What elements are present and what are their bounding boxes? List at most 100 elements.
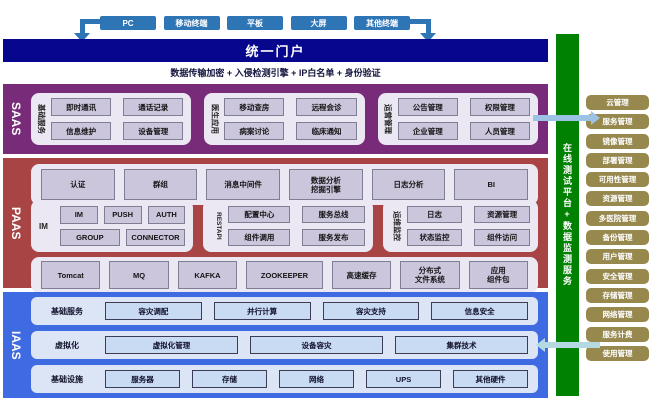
iaas-row-label: 基础设施	[51, 374, 83, 384]
paas-group-label: IM	[39, 221, 48, 231]
iaas-item: 信息安全	[431, 302, 528, 320]
saas-layer-label: SAAS	[9, 102, 23, 136]
paas-item: 组件调用	[228, 229, 291, 246]
iaas-item: 虚拟化管理	[105, 336, 238, 354]
sidebar-item-multi-hospital-mgmt: 多医院管理	[586, 210, 649, 226]
paas-item: Tomcat	[41, 261, 101, 289]
right-arrow-head-icon	[420, 33, 436, 42]
saas-item: 企业管理	[397, 122, 458, 140]
terminal-mobile: 移动终端	[163, 16, 220, 30]
saas-item: 临床通知	[296, 122, 357, 140]
paas-item: 组件访问	[474, 229, 530, 246]
saas-to-panel-arrow-head-icon	[591, 111, 600, 125]
unified-portal-bar: 统一门户	[3, 39, 548, 62]
saas-item: 权限管理	[469, 98, 530, 116]
paas-item: MQ	[109, 261, 169, 289]
saas-group-operations: 运营管理 公告管理 权限管理 企业管理 人员管理	[377, 93, 538, 145]
green-bar-label: 在线测试平台+数据监测服务	[562, 143, 572, 287]
saas-item: 即时通讯	[51, 98, 112, 116]
sidebar-item-service-billing: 服务计费	[586, 326, 649, 342]
iaas-item: 容灾支持	[322, 302, 420, 320]
sidebar-item-resource-mgmt: 资源管理	[586, 191, 649, 207]
saas-layer: SAAS 基础服务 即时通讯 通话记录 信息维护 设备管理 医生应用 移动查房 …	[3, 84, 548, 154]
saas-group-label: 医生应用	[210, 104, 220, 134]
saas-item: 移动查房	[224, 98, 285, 116]
left-arrow-vertical	[80, 19, 85, 34]
paas-item: 分布式 文件系统	[400, 261, 460, 289]
sidebar-item-usage-mgmt: 使用管理	[586, 345, 649, 361]
iaas-item: 服务器	[105, 370, 180, 388]
online-test-platform-bar: 在线测试平台+数据监测服务	[556, 34, 579, 396]
iaas-row-label: 基础服务	[51, 306, 83, 316]
iaas-item: 集群技术	[395, 336, 528, 354]
iaas-item: 网络	[279, 370, 354, 388]
paas-group-restapi: RESTAPI 配置中心 服务总线 组件调用 服务发布	[203, 200, 373, 252]
iaas-layer: IAAS 基础服务 容灾调配 并行计算 容灾支持 信息安全 虚拟化 虚拟化管理 …	[3, 292, 548, 398]
terminal-tablet: 平板	[227, 16, 283, 30]
saas-group-doctor-apps: 医生应用 移动查房 远程会诊 病案讨论 临床通知	[204, 93, 365, 145]
saas-group-label: 基础服务	[37, 104, 46, 134]
saas-item: 公告管理	[397, 98, 458, 116]
saas-to-panel-arrow	[533, 115, 591, 121]
left-arrow-horizontal	[80, 19, 105, 24]
paas-item: 数据分析 挖掘引擎	[289, 169, 363, 200]
iaas-item: 其他硬件	[453, 370, 528, 388]
paas-item: IM	[60, 206, 98, 224]
iaas-item: 设备容灾	[250, 336, 383, 354]
paas-group-ops-monitor: 运维监控 日志 资源管理 状态监控 组件访问	[382, 200, 538, 252]
paas-infra-row: Tomcat MQ KAFKA ZOOKEEPER 高速缓存 分布式 文件系统 …	[31, 257, 538, 293]
sidebar-item-network-mgmt: 网络管理	[586, 307, 649, 323]
paas-item: 消息中间件	[206, 169, 281, 200]
paas-item: AUTH	[147, 206, 186, 224]
iaas-row-basic-services: 基础服务 容灾调配 并行计算 容灾支持 信息安全	[31, 297, 538, 325]
paas-item: 资源管理	[474, 206, 530, 223]
management-sidebar: 云管理 服务管理 镜像管理 部署管理 可用性管理 资源管理 多医院管理 备份管理…	[586, 95, 649, 361]
paas-item: 服务总线	[302, 206, 365, 223]
terminal-other: 其他终端	[354, 16, 410, 30]
paas-item: 日志分析	[371, 169, 446, 200]
paas-item: CONNECTOR	[125, 228, 186, 246]
paas-item: GROUP	[60, 228, 120, 246]
paas-item: 配置中心	[228, 206, 291, 223]
paas-item: 认证	[41, 169, 115, 200]
paas-item: PUSH	[103, 206, 142, 224]
terminal-pc: PC	[100, 16, 156, 30]
paas-item: 服务发布	[302, 229, 365, 246]
sidebar-item-storage-mgmt: 存储管理	[586, 287, 649, 303]
terminal-bigscreen: 大屏	[290, 16, 347, 30]
sidebar-item-service-mgmt: 服务管理	[586, 114, 649, 130]
paas-item: 日志	[406, 206, 463, 223]
paas-item: 群组	[123, 169, 198, 200]
iaas-item: 存储	[192, 370, 267, 388]
saas-item: 通话记录	[123, 98, 184, 116]
iaas-layer-label: IAAS	[9, 330, 23, 360]
saas-item: 设备管理	[123, 122, 184, 140]
paas-item: ZOOKEEPER	[246, 261, 323, 289]
paas-item: KAFKA	[177, 261, 238, 289]
panel-to-iaas-arrow-head-icon	[536, 338, 545, 352]
iaas-row-virtualization: 虚拟化 虚拟化管理 设备容灾 集群技术	[31, 331, 538, 359]
sidebar-item-availability-mgmt: 可用性管理	[586, 172, 649, 188]
iaas-item: UPS	[366, 370, 441, 388]
security-line: 数据传输加密 + 入侵检测引擎 + IP白名单 + 身份验证	[170, 68, 381, 78]
left-arrow-head-icon	[74, 33, 90, 42]
sidebar-item-user-mgmt: 用户管理	[586, 249, 649, 265]
right-arrow-horizontal	[406, 19, 431, 24]
sidebar-item-security-mgmt: 安全管理	[586, 268, 649, 284]
saas-item: 人员管理	[469, 122, 530, 140]
iaas-item: 容灾调配	[105, 302, 202, 320]
saas-item: 信息维护	[51, 122, 112, 140]
paas-group-im: IM IM PUSH AUTH GROUP CONNECTOR	[31, 200, 194, 252]
terminal-row: PC 移动终端 平板 大屏 其他终端	[100, 16, 410, 30]
paas-group-label: RESTAPI	[214, 212, 222, 240]
sidebar-item-cloud-mgmt: 云管理	[586, 95, 649, 110]
iaas-row-label: 虚拟化	[55, 340, 79, 350]
paas-item: 应用 组件包	[468, 261, 528, 289]
paas-group-label: 运维监控	[392, 211, 402, 241]
saas-group-basic-services: 基础服务 即时通讯 通话记录 信息维护 设备管理	[31, 93, 192, 145]
saas-item: 远程会诊	[296, 98, 357, 116]
saas-group-label: 运营管理	[383, 104, 393, 134]
paas-item: BI	[454, 169, 529, 200]
paas-middleware-row: 认证 群组 消息中间件 数据分析 挖掘引擎 日志分析 BI	[31, 164, 538, 205]
